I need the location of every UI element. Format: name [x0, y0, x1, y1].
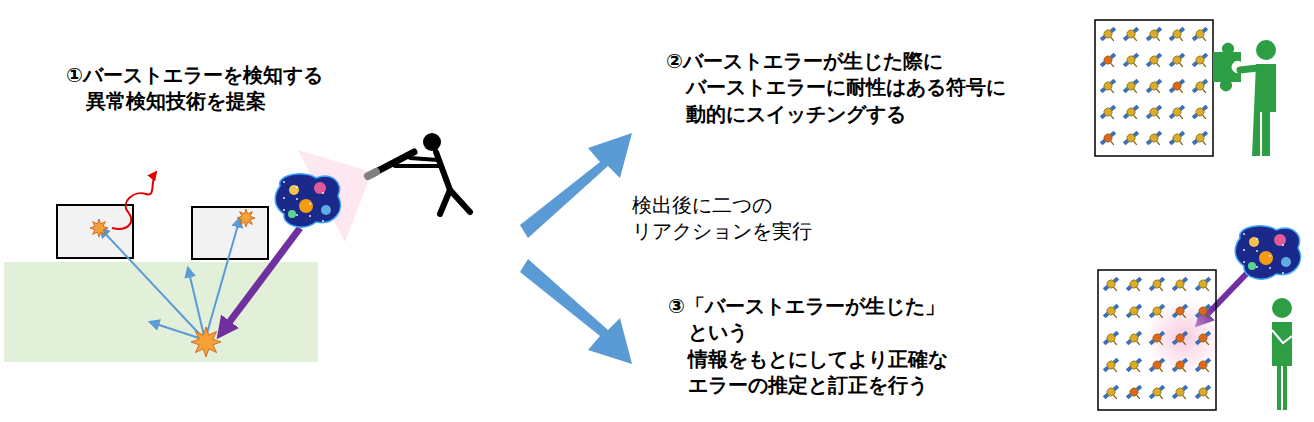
qubit-icon [1148, 356, 1170, 378]
qubit-icon [1171, 383, 1193, 405]
qubit-icon [1168, 103, 1190, 125]
qubit-icon [1145, 103, 1167, 125]
step-note: ①バーストエラーを検知する 異常検知技術を提案 [66, 62, 323, 115]
qubit-icon [1171, 275, 1193, 297]
observer-figure [368, 133, 470, 214]
qubit-icons [1099, 25, 1216, 405]
qubit-icon [1122, 25, 1144, 47]
qubit-icon [1125, 275, 1147, 297]
qubit-icon [1148, 329, 1170, 351]
qubit-icon [1145, 129, 1167, 151]
qubit-icon [1145, 25, 1167, 47]
block-arrow [520, 259, 632, 364]
step-note: ②バーストエラーが生じた際に バーストエラーに耐性はある符号に 動的にスイッチン… [666, 48, 1006, 127]
qubit-grid [1098, 270, 1216, 410]
qubit-icon [1099, 77, 1121, 99]
qubit-icon [1102, 383, 1124, 405]
burst [237, 209, 255, 227]
qubit-icon [1168, 25, 1190, 47]
block-arrow [520, 133, 632, 238]
space-images [275, 174, 1300, 279]
qubit-icon [1194, 383, 1216, 405]
qubit-icon [1122, 103, 1144, 125]
qubit-icon [1168, 51, 1190, 73]
qubit-icon [1122, 77, 1144, 99]
cosmic-ray [222, 228, 300, 332]
qubit-icon [1191, 51, 1213, 73]
qubit-icon [1102, 329, 1124, 351]
qubit-icon [1191, 77, 1213, 99]
qubit-icon [1168, 77, 1190, 99]
qubit-icon [1191, 129, 1213, 151]
flow-note: 検出後に二つの リアクションを実行 [632, 192, 812, 245]
qubit-icon [1122, 51, 1144, 73]
burst [191, 327, 221, 357]
burst-marks [90, 209, 255, 357]
error-glow [1144, 297, 1224, 377]
engineer-figure [1213, 40, 1276, 156]
qubit-icon [1102, 356, 1124, 378]
wavy-arrow [112, 172, 156, 229]
qubit-icon [1171, 302, 1193, 324]
qubit-icon [1099, 51, 1121, 73]
qubit-icon [1099, 129, 1121, 151]
qubit-icon [1191, 25, 1213, 47]
qubit-icon [1145, 77, 1167, 99]
qubit-icon [1102, 275, 1124, 297]
qubit-icon [1145, 51, 1167, 73]
qubit-icon [1099, 103, 1121, 125]
step-note: ③「バーストエラーが生じた」という 情報をもとにしてより正確な エラーの推定と訂… [668, 293, 948, 399]
ground-band [4, 262, 318, 362]
qubit-icon [1125, 383, 1147, 405]
burst [90, 219, 108, 237]
qubit-icon [1194, 275, 1216, 297]
qubit-icon [1171, 356, 1193, 378]
scatter-arrows [100, 218, 240, 340]
qubit-icon [1148, 302, 1170, 324]
qubit-grid [1095, 20, 1213, 156]
qubit-icon [1194, 329, 1216, 351]
qubit-icon [1125, 329, 1147, 351]
space-image [1235, 226, 1300, 279]
thinking-figure [1272, 298, 1292, 410]
qubit-icon [1168, 129, 1190, 151]
qubit-icon [1191, 103, 1213, 125]
qubit-icon [1194, 356, 1216, 378]
qubit-icon [1148, 275, 1170, 297]
qubit-icon [1099, 25, 1121, 47]
qubit-icon [1125, 302, 1147, 324]
qubit-icon [1125, 356, 1147, 378]
qubit-icon [1122, 129, 1144, 151]
space-image [275, 174, 340, 227]
qubit-icon [1148, 383, 1170, 405]
qubit-icon [1194, 302, 1216, 324]
qubit-icon [1102, 302, 1124, 324]
qubit-icon [1171, 329, 1193, 351]
